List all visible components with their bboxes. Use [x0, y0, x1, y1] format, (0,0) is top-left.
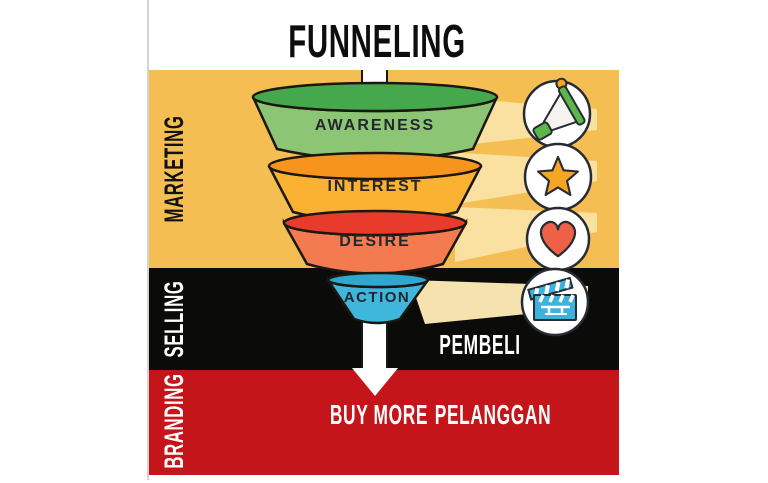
annotation-pelanggan: PELANGGAN	[434, 399, 552, 430]
page-title: FUNNELING	[288, 15, 466, 67]
left-edge-line	[147, 0, 149, 480]
stage-label-action: ACTION	[343, 289, 411, 306]
band-label-marketing: MARKETING	[158, 115, 189, 223]
annotation-pembeli: PEMBELI	[439, 329, 521, 360]
band-label-branding: BRANDING	[158, 373, 189, 469]
stage-label-awareness: AWARENESS	[314, 117, 436, 134]
stage-label-desire: DESIRE	[339, 233, 411, 250]
band-selling	[149, 268, 619, 370]
stage-label-interest: INTEREST	[327, 178, 423, 195]
annotation-buy-more: BUY MORE	[329, 399, 429, 430]
